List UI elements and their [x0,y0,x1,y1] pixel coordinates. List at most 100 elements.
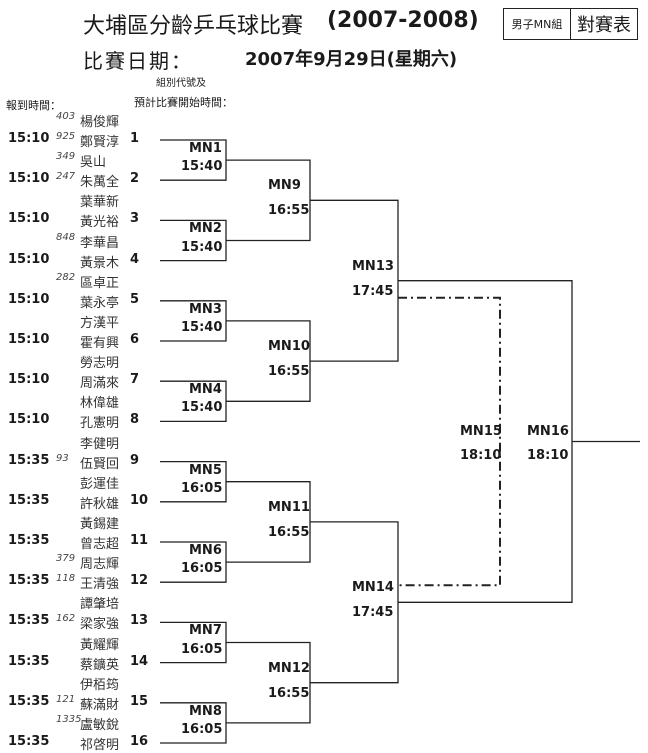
match-time: 15:40 [181,400,223,416]
player-name: 伍賢回 [80,456,120,472]
player-name-above: 黃耀輝 [80,637,120,653]
player-name-above: 楊俊輝 [80,115,120,130]
arrival-time: 15:35 [8,693,50,709]
arrival-time: 15:35 [8,613,50,629]
seed-number: 6 [130,332,140,347]
player-name-above: 李華昌 [80,235,120,251]
arrival-time: 15:10 [8,131,50,146]
seed-number: 8 [130,412,140,428]
arrival-time: 15:10 [8,171,50,187]
seed-number: 11 [130,533,149,548]
match-line-r2 [226,481,311,563]
player-name: 朱萬全 [80,175,120,191]
arrival-time: 15:10 [8,332,50,347]
handwritten-note: 1335 [56,714,82,725]
player-name: 黃光裕 [80,215,120,231]
player-name-above: 盧敏銳 [80,718,120,733]
match-code: MN5 [189,462,222,478]
match-time: 16:05 [181,722,223,737]
handwritten-note: 925 [56,131,76,142]
arrival-time: 15:10 [8,372,50,388]
match-time: 16:55 [268,364,310,380]
third-place-code: MN15 [460,423,502,439]
arrival-time: 15:35 [8,533,50,548]
match-code: MN9 [268,178,301,194]
match-time: 16:05 [181,561,223,577]
player-name: 蘇滿財 [80,697,120,713]
handwritten-note: 282 [56,271,76,283]
player-name-above: 林偉雄 [80,396,120,412]
date-label: 比賽日期： [83,49,193,73]
match-line-r2 [226,159,311,242]
handwritten-note: 379 [56,553,76,565]
arrival-time: 15:35 [8,734,50,749]
handwritten-note: 403 [56,111,76,122]
player-name: 黃景木 [80,255,120,271]
seed-number: 7 [130,372,140,388]
match-time: 16:55 [268,685,310,701]
player-name-above: 黃錫建 [80,517,120,532]
player-name-above: 彭運佳 [80,476,120,492]
player-name-above: 李健明 [80,436,120,452]
player-name: 孔憲明 [80,416,120,432]
group-code-note: 組別代號及 [156,78,206,89]
third-place-time: 18:10 [460,447,502,463]
player-name-above: 吳山 [80,155,107,171]
seed-number: 3 [130,211,140,227]
seed-number: 13 [130,613,149,629]
final-code: MN16 [527,423,569,439]
category-label: 男子MN組 [504,9,571,39]
final-line [398,280,573,603]
third-place-line [398,296,501,587]
arrival-time: 15:10 [8,251,50,267]
player-name-above: 周志輝 [80,557,120,573]
player-name-above: 伊栢筠 [80,677,120,693]
arrival-time: 15:35 [8,653,50,669]
handwritten-note: 118 [56,573,76,585]
handwritten-note: 93 [56,452,69,464]
seed-number: 4 [130,251,140,267]
handwritten-note: 848 [56,231,76,243]
seed-number: 9 [130,452,140,468]
sheet-type-label: 對賽表 [577,15,631,36]
player-name: 霍有興 [80,336,120,351]
match-line-semi [310,521,399,684]
arrival-time-label: 報到時間： [6,99,61,112]
seed-number: 16 [130,734,149,749]
arrival-time: 15:10 [8,291,50,307]
player-name: 周滿來 [80,376,120,392]
match-code: MN11 [268,499,310,515]
page-title: 大埔區分齡乒乓球比賽 [83,14,304,39]
player-name: 許秋雄 [80,496,120,512]
player-name-above: 譚肇培 [80,597,120,613]
match-time: 17:45 [352,605,394,621]
seed-number: 1 [130,131,140,146]
player-name: 王清強 [80,577,120,593]
match-code: MN8 [189,703,222,719]
match-time: 16:05 [181,480,223,496]
handwritten-note: 247 [56,171,76,183]
match-time: 15:40 [181,320,223,335]
player-name: 鄭賢淳 [80,135,120,150]
seed-number: 10 [130,492,149,508]
seed-number: 5 [130,291,140,307]
match-code: MN6 [189,543,222,558]
match-time: 16:55 [268,524,310,540]
seed-number: 12 [130,573,149,589]
match-line-r2 [226,320,311,402]
match-code: MN13 [352,258,394,274]
match-code: MN14 [352,580,394,596]
player-name: 梁家強 [80,617,120,633]
final-time: 18:10 [527,447,569,463]
seed-number: 14 [130,653,149,669]
match-code: MN2 [189,221,222,237]
seed-number: 15 [130,693,149,709]
player-name: 曾志超 [80,537,120,552]
match-time: 16:55 [268,203,310,219]
handwritten-note: 349 [56,151,76,163]
start-time-note: 預計比賽開始時間： [134,96,233,109]
player-name-above: 方漢平 [80,316,120,331]
arrival-time: 15:35 [8,492,50,508]
match-code: MN7 [189,623,222,639]
